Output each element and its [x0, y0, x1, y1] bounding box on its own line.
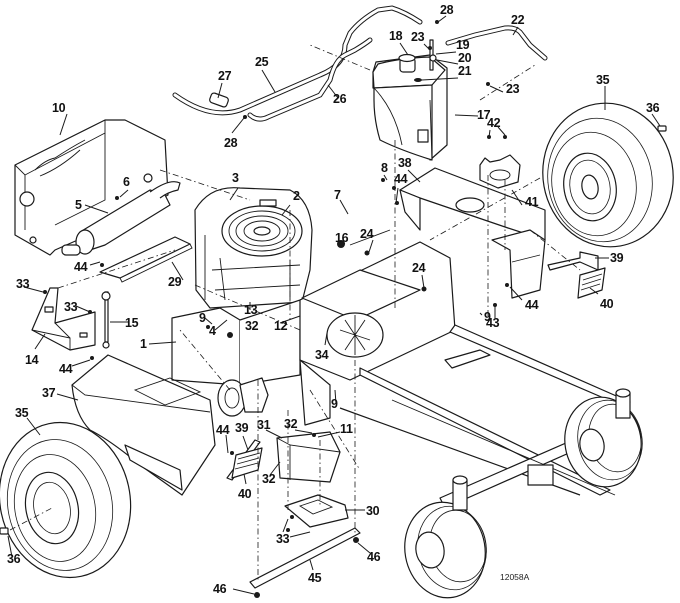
- callout-33: 33: [276, 532, 290, 546]
- foot-pad-40-left: [231, 447, 263, 479]
- callout-16: 16: [335, 231, 349, 245]
- lug-nut-36-left: [0, 527, 9, 535]
- deck-plate-38: [399, 167, 546, 299]
- callout-28: 28: [224, 136, 238, 150]
- hardware-fasteners: [43, 20, 509, 598]
- callout-35: 35: [596, 73, 610, 87]
- callout-46: 46: [367, 550, 381, 564]
- callout-24: 24: [360, 227, 374, 241]
- callout-44: 44: [74, 260, 88, 274]
- plate-30: [284, 494, 349, 528]
- heat-shield-29: [99, 236, 193, 283]
- callout-36: 36: [7, 552, 21, 566]
- wheel-motor-hub-31: [217, 377, 269, 417]
- callout-39: 39: [235, 421, 249, 435]
- cooling-fan-34: [326, 312, 384, 358]
- mount-41: [479, 154, 521, 189]
- callout-20: 20: [458, 51, 472, 65]
- figure-id: 12058A: [500, 572, 530, 582]
- engine-shield-10: [14, 119, 169, 256]
- caster-wheel-front-right: [564, 388, 643, 488]
- callout-4: 4: [209, 324, 216, 338]
- fuel-filter-27: [209, 92, 229, 108]
- fuel-line-22: [445, 25, 548, 61]
- lug-nut-36-right: [657, 125, 667, 132]
- callout-18: 18: [389, 29, 403, 43]
- rear-wheel-right-35: [542, 102, 674, 248]
- callout-38: 38: [398, 156, 412, 170]
- callout-labels: 1 2 3 4 5 6 7 8 9 9 9 10 11 12 13 14 15 …: [7, 3, 660, 596]
- callout-42: 42: [487, 116, 501, 130]
- muffler-5: [61, 181, 181, 256]
- bracket-14: [31, 287, 96, 351]
- callout-31: 31: [257, 418, 271, 432]
- callout-9: 9: [484, 310, 491, 324]
- callout-9: 9: [199, 311, 206, 325]
- callout-37: 37: [42, 386, 56, 400]
- callout-41: 41: [525, 195, 539, 209]
- assembly-lines: [9, 44, 581, 580]
- callout-6: 6: [123, 175, 130, 189]
- callout-24: 24: [412, 261, 426, 275]
- callout-2: 2: [293, 189, 300, 203]
- callout-44: 44: [59, 362, 73, 376]
- callout-25: 25: [255, 55, 269, 69]
- callout-26: 26: [333, 92, 347, 106]
- callout-8: 8: [381, 161, 388, 175]
- callout-32: 32: [245, 319, 259, 333]
- callout-34: 34: [315, 348, 329, 362]
- callout-45: 45: [308, 571, 322, 585]
- fuel-line-26: [247, 37, 373, 122]
- callout-44: 44: [216, 423, 230, 437]
- callout-33: 33: [64, 300, 78, 314]
- engine-2: [194, 187, 313, 309]
- bracket-cover-32: [276, 431, 341, 483]
- callout-13: 13: [244, 303, 258, 317]
- step-39-right: [547, 251, 599, 271]
- callout-33: 33: [16, 277, 30, 291]
- strap-45: [249, 527, 361, 589]
- callout-3: 3: [232, 171, 239, 185]
- rod-15: [101, 291, 111, 349]
- callout-17: 17: [477, 108, 491, 122]
- callout-44: 44: [394, 172, 408, 186]
- callout-12: 12: [274, 319, 288, 333]
- callout-28: 28: [440, 3, 454, 17]
- fuel-cap-18: [398, 53, 416, 73]
- callout-40: 40: [238, 487, 252, 501]
- callout-14: 14: [25, 353, 39, 367]
- callout-10: 10: [52, 101, 66, 115]
- callout-32: 32: [262, 472, 276, 486]
- callout-46: 46: [213, 582, 227, 596]
- callout-23: 23: [506, 82, 520, 96]
- callout-22: 22: [511, 13, 525, 27]
- fuel-fittings-19-20-21: [414, 39, 437, 82]
- callout-7: 7: [334, 188, 341, 202]
- fender-37: [71, 354, 216, 496]
- leader-lines: [7, 15, 661, 595]
- rear-wheel-left-35: [0, 421, 132, 579]
- callout-5: 5: [75, 198, 82, 212]
- callout-11: 11: [340, 422, 353, 436]
- callout-29: 29: [168, 275, 182, 289]
- callout-32: 32: [284, 417, 298, 431]
- callout-43: 43: [486, 316, 500, 330]
- callout-36: 36: [646, 101, 660, 115]
- caster-wheel-front-left: [404, 475, 487, 599]
- foot-pad-40-right: [577, 267, 606, 299]
- callout-39: 39: [610, 251, 624, 265]
- callout-19: 19: [456, 38, 470, 52]
- callout-23: 23: [411, 30, 425, 44]
- callout-15: 15: [125, 316, 139, 330]
- callout-21: 21: [458, 64, 472, 78]
- callout-40: 40: [600, 297, 614, 311]
- callout-9: 9: [331, 397, 338, 411]
- callout-27: 27: [218, 69, 232, 83]
- fuel-line-25: [172, 5, 423, 116]
- callout-35: 35: [15, 406, 29, 420]
- callout-44: 44: [525, 298, 539, 312]
- callout-1: 1: [140, 337, 147, 351]
- fuel-tank-17: [372, 54, 448, 161]
- callout-30: 30: [366, 504, 380, 518]
